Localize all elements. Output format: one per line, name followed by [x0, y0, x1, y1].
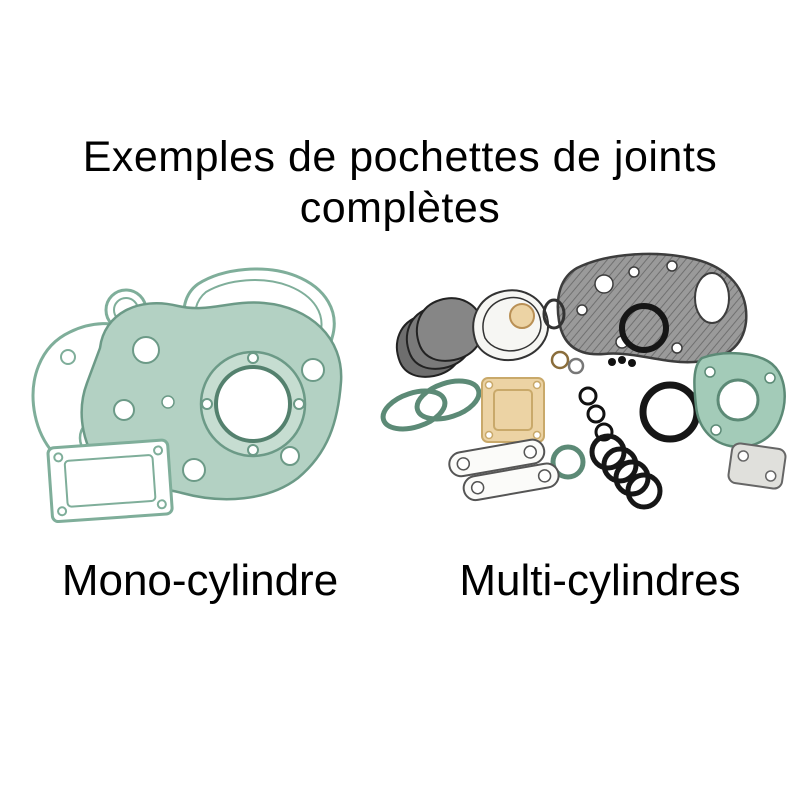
base-gasket-rectangular — [46, 438, 174, 524]
mono-gasket-kit-illustration — [31, 267, 343, 524]
valve-cover-gaskets-teal — [380, 378, 482, 432]
stacked-cover-gaskets-dark — [395, 297, 484, 378]
o-ring-fan — [589, 433, 663, 510]
white-cover-gasket — [472, 289, 550, 361]
multi-cylinder-label: Multi-cylindres — [459, 556, 741, 605]
head-gasket-teal — [693, 352, 786, 449]
paper-gasket-tan — [481, 377, 545, 443]
small-grey-gasket — [727, 442, 787, 490]
page-title: Exemples de pochettes de joints complète… — [0, 132, 800, 233]
title-line-1: Exemples de pochettes de joints — [82, 133, 718, 181]
small-rings-assorted — [509, 298, 636, 480]
mono-cylinder-label: Mono-cylindre — [61, 556, 339, 605]
multi-gasket-kit-illustration — [380, 252, 787, 510]
base-gaskets-white — [448, 438, 560, 502]
cylinder-head-gasket — [199, 350, 307, 458]
title-line-2: complètes — [299, 183, 501, 232]
